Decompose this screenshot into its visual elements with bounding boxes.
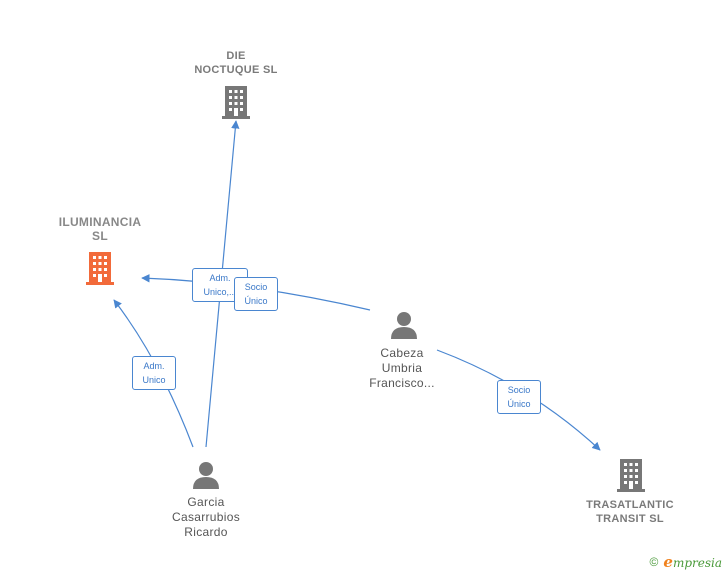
brand-logo-e: e bbox=[663, 553, 673, 571]
edge-label-socio-unico: Socio Único bbox=[497, 380, 541, 414]
person-label-cabeza[interactable]: Cabeza Umbria Francisco... bbox=[369, 346, 435, 390]
person-label-garcia[interactable]: Garcia Casarrubios Ricardo bbox=[172, 495, 240, 539]
copyright: © empresia bbox=[650, 553, 722, 571]
building-icon[interactable] bbox=[86, 252, 114, 285]
building-icon[interactable] bbox=[617, 459, 645, 492]
brand-logo[interactable]: empresia bbox=[663, 553, 722, 571]
company-label-die-noctuque[interactable]: DIE NOCTUQUE SL bbox=[194, 50, 278, 76]
edge-label-socio-unico: Socio Único bbox=[234, 277, 278, 311]
person-icon[interactable] bbox=[391, 312, 417, 339]
company-label-trasatlantic[interactable]: TRASATLANTIC TRANSIT SL bbox=[586, 499, 674, 525]
building-icon[interactable] bbox=[222, 86, 250, 119]
company-label-iluminancia[interactable]: ILUMINANCIA SL bbox=[58, 215, 142, 243]
person-icon[interactable] bbox=[193, 462, 219, 489]
edge-label-adm-unico: Adm. Unico bbox=[132, 356, 176, 390]
copyright-symbol: © bbox=[649, 555, 659, 569]
brand-logo-text: mpresia bbox=[672, 556, 722, 570]
